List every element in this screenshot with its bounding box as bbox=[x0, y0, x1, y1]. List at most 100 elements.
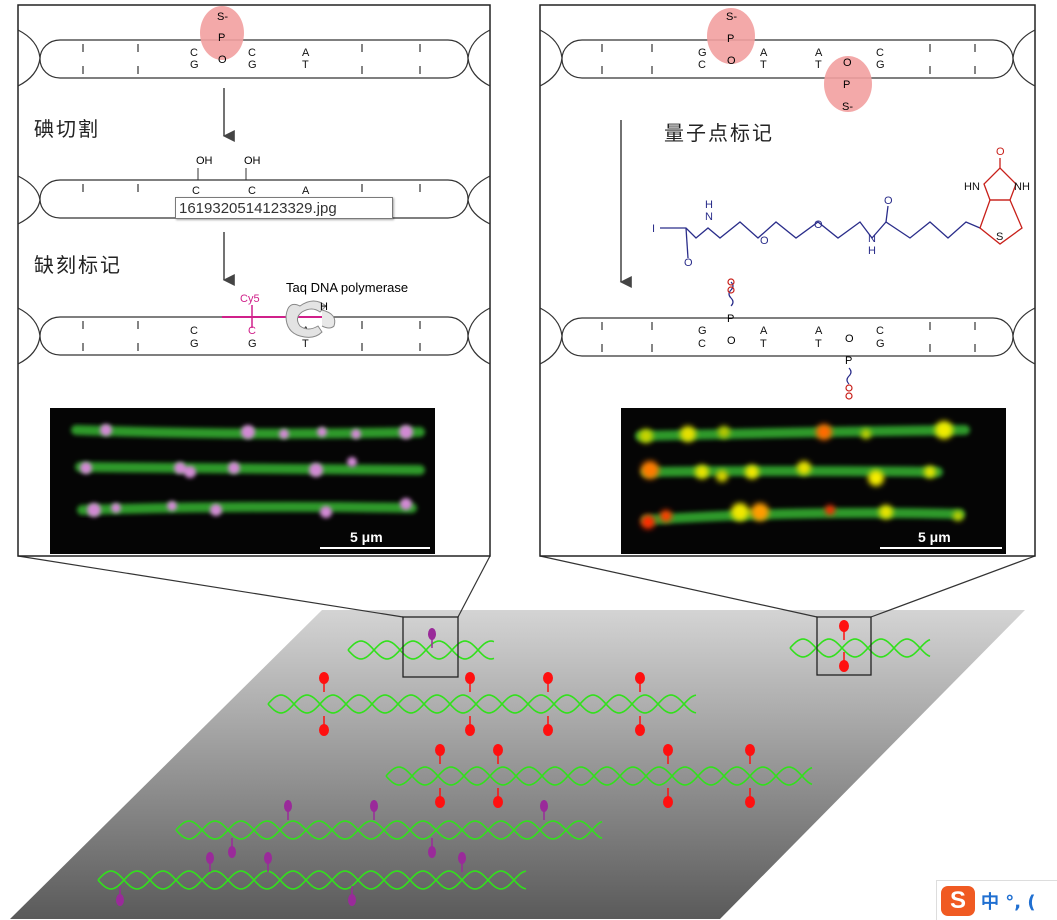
base-c: C bbox=[248, 185, 256, 197]
p-atom: P bbox=[727, 313, 734, 325]
dna-helix-strand bbox=[347, 640, 495, 660]
dye-tag bbox=[370, 800, 378, 820]
base-c: C bbox=[876, 325, 884, 337]
dna-helix-strand bbox=[347, 640, 495, 660]
h-atom: H bbox=[705, 199, 713, 211]
oh-label: OH bbox=[196, 155, 213, 167]
quantum-dot-tag bbox=[319, 716, 329, 736]
step-iodine-cleavage-label: 碘切割 bbox=[34, 117, 100, 141]
o-atom: O bbox=[684, 257, 693, 269]
base-c: C bbox=[190, 325, 198, 337]
dna-helix-strand bbox=[789, 638, 931, 658]
quantum-dot-tag bbox=[543, 672, 553, 692]
p-atom: P bbox=[843, 79, 850, 91]
base-t: T bbox=[815, 338, 822, 350]
quantum-dot-tag bbox=[635, 716, 645, 736]
glass-slide bbox=[10, 610, 1025, 919]
base-g: G bbox=[876, 338, 885, 350]
left-panel: S- P O C G C G A T 碘切割 OH OH C C A 缺刻标记 bbox=[17, 4, 491, 557]
dye-tag bbox=[458, 852, 466, 872]
dna-helix-strand bbox=[267, 694, 697, 714]
base-c: C bbox=[876, 47, 884, 59]
o-atom: O bbox=[843, 57, 852, 69]
scale-bar-label: 5 μm bbox=[918, 529, 951, 545]
p-atom: P bbox=[218, 32, 225, 44]
quantum-dot-tag bbox=[839, 652, 849, 672]
micrograph-left: 5 μm bbox=[50, 408, 435, 554]
base-g: G bbox=[698, 47, 707, 59]
dye-tag bbox=[348, 886, 356, 906]
slide-dna-molecules bbox=[97, 616, 931, 906]
o-atom: O bbox=[845, 333, 854, 345]
dna-helix-strand bbox=[175, 820, 603, 840]
right-panel: S- P O O P S- G C A T A T C G 量子点标记 I O … bbox=[539, 4, 1036, 557]
dye-tag bbox=[264, 852, 272, 872]
o-atom: O bbox=[760, 235, 769, 247]
polymerase-shape bbox=[285, 300, 327, 338]
base-g: G bbox=[248, 59, 257, 71]
base-g: G bbox=[248, 338, 257, 350]
dna-row-top bbox=[539, 29, 1036, 87]
quantum-dot-tag bbox=[465, 672, 475, 692]
base-c: C bbox=[192, 185, 200, 197]
quantum-dot-tag bbox=[319, 672, 329, 692]
base-g: G bbox=[698, 325, 707, 337]
quantum-dot-tag bbox=[465, 716, 475, 736]
p-atom: P bbox=[845, 355, 852, 367]
base-t: T bbox=[815, 59, 822, 71]
dna-helix-strand bbox=[97, 870, 527, 890]
quantum-dot-tag bbox=[493, 744, 503, 764]
n-atom: N bbox=[705, 211, 713, 223]
base-t: T bbox=[760, 338, 767, 350]
o-atom: O bbox=[218, 54, 227, 66]
base-a: A bbox=[815, 47, 823, 59]
o-atom: O bbox=[884, 195, 893, 207]
quantum-dot-tag bbox=[435, 788, 445, 808]
quantum-dot-tag bbox=[493, 788, 503, 808]
dye-tag bbox=[228, 838, 236, 858]
zoom-box-left bbox=[402, 616, 459, 678]
iodine-atom: I bbox=[652, 223, 655, 235]
sogou-logo-icon[interactable]: S bbox=[941, 885, 975, 916]
ime-status-text[interactable]: 中 °, ( bbox=[981, 891, 1036, 913]
base-t: T bbox=[760, 59, 767, 71]
base-t: T bbox=[302, 59, 309, 71]
dye-tag bbox=[540, 800, 548, 820]
dye-tag bbox=[116, 886, 124, 906]
polymerase-h: H bbox=[320, 301, 328, 313]
dna-helix-strand bbox=[175, 820, 603, 840]
quantum-dot-tag bbox=[663, 744, 673, 764]
base-g: G bbox=[876, 59, 885, 71]
s-minus: S- bbox=[842, 101, 853, 113]
scale-bar-label: 5 μm bbox=[350, 529, 383, 545]
dna-helix-strand bbox=[385, 766, 813, 786]
base-c: C bbox=[698, 338, 706, 350]
quantum-dot-tag bbox=[745, 788, 755, 808]
dna-helix-strand bbox=[789, 638, 931, 658]
base-c: C bbox=[190, 47, 198, 59]
dye-tag bbox=[206, 852, 214, 872]
o-atom: O bbox=[727, 335, 736, 347]
dna-helix-strand bbox=[97, 870, 527, 890]
quantum-dot-tag bbox=[635, 672, 645, 692]
s-atom: S bbox=[996, 231, 1003, 243]
quantum-dot-tag bbox=[745, 744, 755, 764]
quantum-dot-tag bbox=[435, 744, 445, 764]
ime-toolbar[interactable]: S 中 °, ( bbox=[936, 880, 1057, 920]
hn-label: HN bbox=[964, 181, 980, 193]
o-atom: O bbox=[727, 55, 736, 67]
step-nick-labeling-label: 缺刻标记 bbox=[34, 253, 122, 277]
dna-helix-strand bbox=[267, 694, 697, 714]
polymerase-label: Taq DNA polymerase bbox=[286, 280, 408, 295]
base-a: A bbox=[760, 325, 768, 337]
cy5-label: Cy5 bbox=[240, 293, 260, 305]
dna-row-bottom bbox=[539, 307, 1036, 365]
base-a: A bbox=[302, 185, 310, 197]
h-atom: H bbox=[868, 245, 876, 257]
base-a: A bbox=[302, 47, 310, 59]
dye-tag bbox=[428, 628, 436, 648]
o-atom: O bbox=[996, 146, 1005, 158]
s-minus: S- bbox=[217, 11, 228, 23]
zoom-lines bbox=[17, 555, 1036, 618]
